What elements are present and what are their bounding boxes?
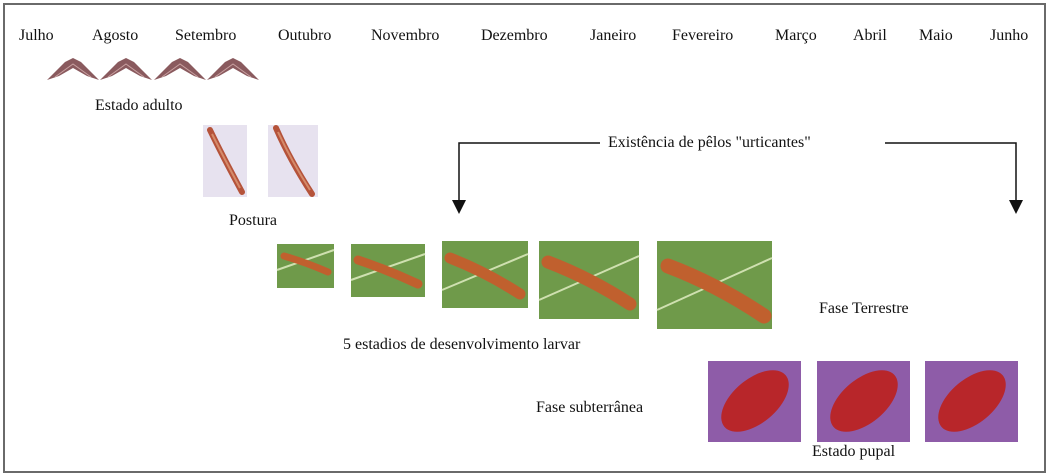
moth-icon: [154, 58, 206, 80]
month-julho: Julho: [19, 27, 54, 44]
moth-icon: [100, 58, 152, 80]
month-maio: Maio: [919, 27, 953, 44]
larva-stage-1-image: [276, 244, 335, 288]
month-novembro: Novembro: [371, 27, 440, 44]
egg-mass-image: [203, 125, 247, 197]
label-terrestrial-phase: Fase Terrestre: [819, 300, 909, 317]
month-abril: Abril: [853, 27, 887, 44]
arrow-down-icon: [452, 200, 466, 214]
month-marco: Março: [775, 27, 817, 44]
larva-stage-2-image: [350, 244, 426, 297]
larva-stage-4-image: [538, 241, 640, 319]
month-fevereiro: Fevereiro: [672, 27, 734, 44]
egg-mass-image: [268, 125, 318, 197]
label-underground-phase: Fase subterrânea: [536, 399, 644, 416]
pupa-image: [925, 361, 1018, 442]
month-dezembro: Dezembro: [481, 27, 548, 44]
month-janeiro: Janeiro: [590, 27, 637, 44]
month-outubro: Outubro: [278, 27, 332, 44]
larva-stage-3-image: [441, 241, 529, 308]
month-junho: Junho: [990, 27, 1029, 44]
month-agosto: Agosto: [92, 27, 139, 44]
label-larval-stages: 5 estadios de desenvolvimento larvar: [343, 336, 581, 353]
arrow-down-icon: [1009, 200, 1023, 214]
label-egg-laying: Postura: [229, 212, 277, 229]
label-adult-stage: Estado adulto: [95, 97, 183, 114]
bracket-line-right: [885, 142, 1017, 202]
month-setembro: Setembro: [175, 27, 237, 44]
bracket-line-left: [458, 142, 600, 202]
pupa-image: [708, 361, 801, 442]
moth-icon: [207, 58, 259, 80]
moth-icon: [47, 58, 99, 80]
label-urticating-hairs: Existência de pêlos "urticantes": [608, 134, 811, 151]
larva-stage-5-image: [656, 241, 773, 329]
label-pupal-stage: Estado pupal: [812, 443, 896, 460]
pupa-image: [817, 361, 910, 442]
urticating-hairs-bracket: [458, 142, 1017, 202]
